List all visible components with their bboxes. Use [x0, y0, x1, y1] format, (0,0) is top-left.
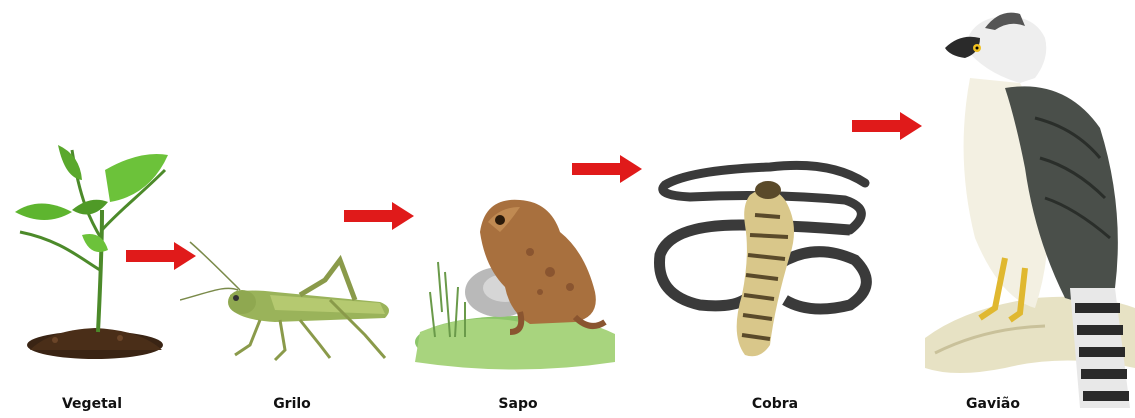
label-grilo: Grilo — [273, 396, 311, 412]
arrow-cricket-to-toad — [344, 202, 414, 230]
arrow-cobra-to-hawk — [852, 112, 922, 140]
label-gaviao: Gavião — [966, 396, 1020, 412]
cricket-icon — [180, 240, 400, 370]
arrow-toad-to-cobra — [572, 155, 642, 183]
toad-icon — [410, 192, 620, 377]
label-vegetal: Vegetal — [62, 396, 122, 412]
hawk-icon — [925, 8, 1135, 408]
cobra-icon — [650, 155, 890, 370]
label-sapo: Sapo — [498, 396, 537, 412]
label-cobra: Cobra — [752, 396, 798, 412]
